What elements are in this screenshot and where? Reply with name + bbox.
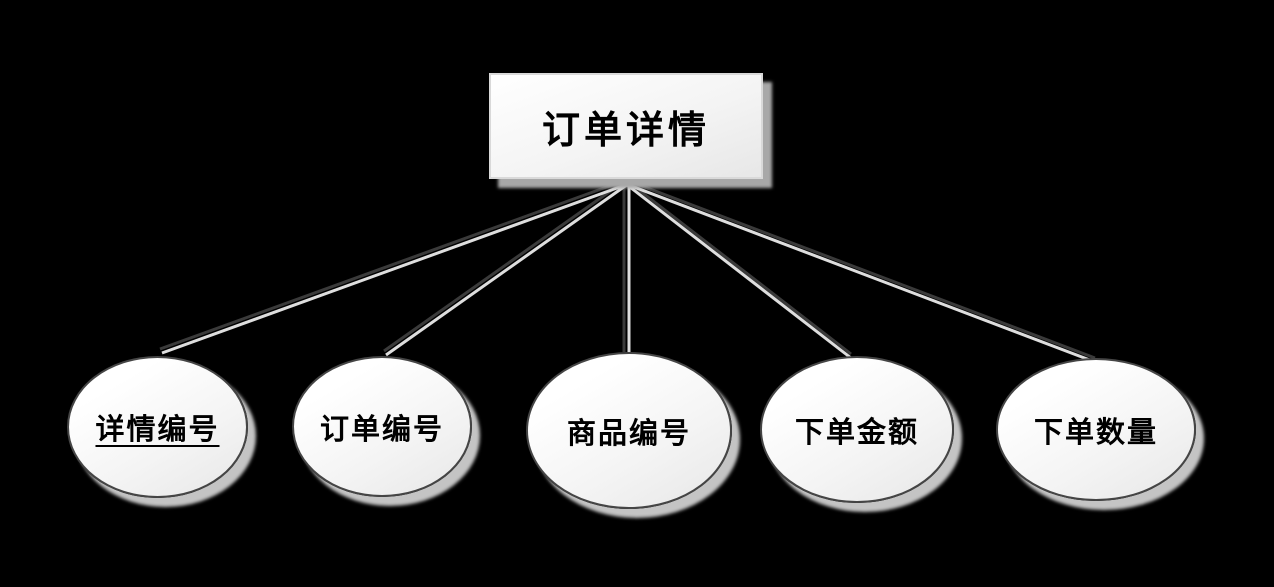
connector-order-amount xyxy=(625,178,852,356)
connector-order-id xyxy=(383,178,627,353)
attribute-label-order-id: 订单编号 xyxy=(319,413,444,446)
connector-order-quantity-highlight xyxy=(625,182,1096,364)
attribute-ellipse-order-quantity[interactable]: 下单数量 xyxy=(996,358,1196,501)
attribute-ellipse-detail-id[interactable]: 详情编号 xyxy=(67,356,248,498)
attribute-label-order-quantity: 下单数量 xyxy=(1033,416,1158,449)
connector-detail-id-highlight xyxy=(161,182,629,355)
entity-label: 订单详情 xyxy=(541,109,710,152)
attribute-ellipse-order-amount[interactable]: 下单金额 xyxy=(760,356,954,503)
connector-detail-id xyxy=(159,178,627,351)
attribute-ellipse-order-id[interactable]: 订单编号 xyxy=(292,356,472,497)
attribute-label-product-id: 商品编号 xyxy=(566,417,691,450)
attribute-label-order-amount: 下单金额 xyxy=(794,416,919,449)
attribute-ellipse-product-id[interactable]: 商品编号 xyxy=(526,352,732,509)
attribute-label-detail-id: 详情编号 xyxy=(95,414,220,446)
entity-box-order-detail[interactable]: 订单详情 xyxy=(489,73,763,179)
connector-order-id-highlight xyxy=(385,182,629,357)
connector-order-quantity xyxy=(625,178,1096,360)
connector-order-amount-highlight xyxy=(625,182,852,360)
